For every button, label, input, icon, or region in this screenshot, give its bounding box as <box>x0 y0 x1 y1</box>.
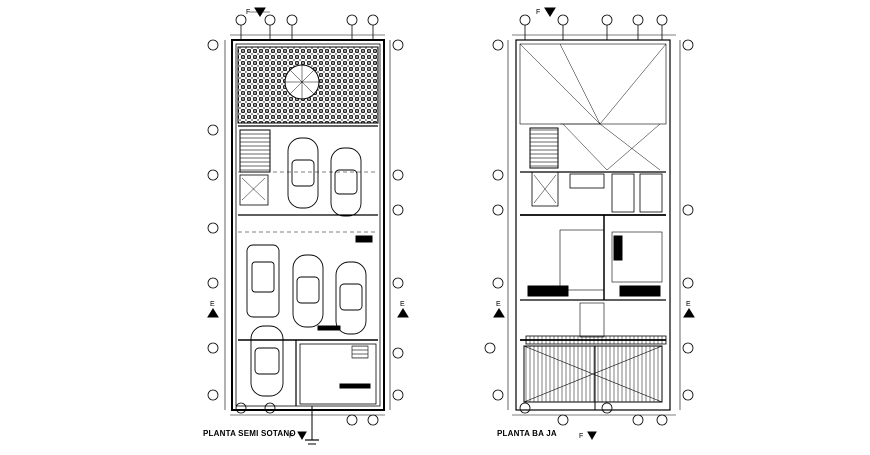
grid-bubbles-right <box>392 39 404 401</box>
grid-bubbles-right <box>682 39 694 401</box>
grid-bubbles-left <box>207 39 219 401</box>
car-symbols <box>246 137 367 397</box>
plan-semi-sotano <box>207 7 409 445</box>
plan-title-baja: PLANTA BA JA <box>497 429 557 438</box>
section-letter-e: E <box>400 301 405 308</box>
section-letter-f: F <box>536 9 540 16</box>
section-mark-e-left <box>207 308 219 318</box>
grid-bubbles-top <box>519 14 668 40</box>
section-letter-e: E <box>210 301 215 308</box>
section-letter-e: E <box>686 301 691 308</box>
section-mark-f-bottom <box>587 431 597 441</box>
section-mark-e-left <box>493 308 505 318</box>
section-letter-f: F <box>579 433 583 440</box>
section-letter-e: E <box>496 301 501 308</box>
section-mark-f-bottom <box>297 431 307 441</box>
section-mark-e-right <box>683 308 695 318</box>
grid-bubbles-top <box>235 14 379 40</box>
section-mark-f-top <box>544 7 556 17</box>
section-mark-f-top <box>250 7 270 17</box>
plan-title-semi-sotano: PLANTA SEMI SOTANO <box>203 429 296 438</box>
plan-baja <box>484 7 695 441</box>
grid-bubbles-left <box>484 39 504 401</box>
section-letter-f: F <box>289 433 293 440</box>
section-mark-e-right <box>397 308 409 318</box>
section-letter-f: F <box>246 9 250 16</box>
